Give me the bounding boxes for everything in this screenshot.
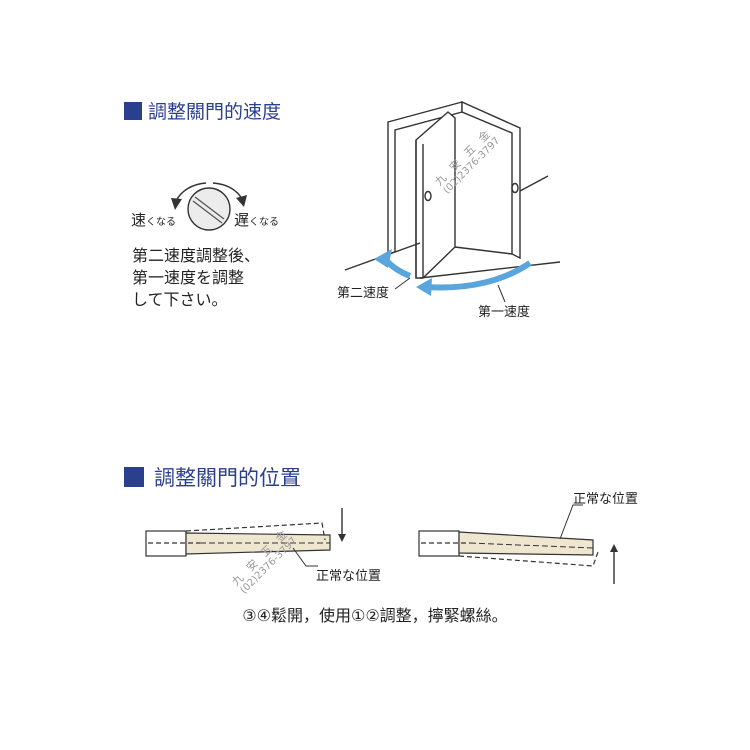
section2-title: 調整關門的位置 <box>124 462 301 492</box>
section1-title: 調整關門的速度 <box>124 97 281 124</box>
first-speed-leader-line <box>497 284 506 303</box>
square-bullet-icon <box>124 101 142 120</box>
dial-slow-label: 遅くなる <box>234 211 280 229</box>
instruction-line-2: 第一速度を調整 <box>132 268 245 287</box>
rotate-right-arrow-icon <box>212 182 247 207</box>
position-diagram-left <box>145 508 346 567</box>
second-speed-label: 第二速度 <box>337 286 390 301</box>
position-diagram-right <box>418 504 618 584</box>
normal-position-label-left: 正常な位置 <box>316 569 382 584</box>
first-speed-arrow-icon <box>416 260 532 296</box>
second-speed-leader-line <box>394 277 411 290</box>
speed-dial-icon <box>187 187 231 231</box>
square-bullet-icon <box>124 467 144 487</box>
rotate-left-arrow-icon <box>171 182 207 210</box>
dial-fast-label: 速くなる <box>131 211 177 229</box>
instruction-line-1: 第二速度調整後、 <box>132 246 261 265</box>
section2-title-text: 調整關門的位置 <box>154 466 301 490</box>
door-illustration <box>344 100 561 279</box>
normal-position-label-right: 正常な位置 <box>573 492 639 507</box>
first-speed-label: 第一速度 <box>478 305 531 320</box>
section1-title-text: 調整關門的速度 <box>148 101 282 123</box>
second-speed-arrow-icon <box>374 249 412 279</box>
speed-instructions: 第二速度調整後、 第一速度を調整 して下さい。 <box>132 245 260 311</box>
adjustment-caption: ③④鬆開，使用①②調整，擰緊螺絲。 <box>242 606 508 625</box>
instruction-line-3: して下さい。 <box>132 290 228 309</box>
